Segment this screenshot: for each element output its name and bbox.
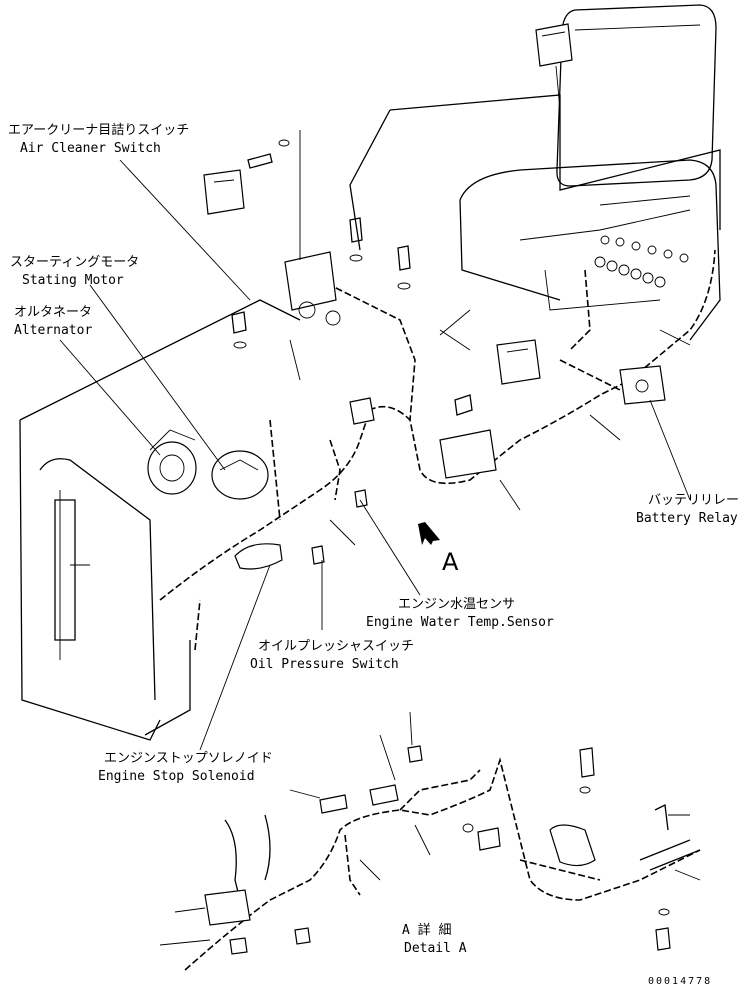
oil-pressure-en: Oil Pressure Switch [250,657,399,672]
engine-hood [19,299,301,741]
bolts-upper [231,139,473,416]
view-marker-a: A [442,548,459,576]
starting-motor [211,450,269,500]
alternator-jp: オルタネータ [14,305,92,320]
detail-a-en: Detail A [404,941,467,956]
battery-relay-part [619,365,666,405]
leader-lines [59,130,691,751]
headlight-left [203,169,245,215]
stop-solenoid-en: Engine Stop Solenoid [98,769,255,784]
detail-a-jp: A 詳 細 [402,922,451,938]
sensor-parts [311,397,497,565]
oil-pressure-jp: オイルプレッシャスイッチ [258,639,414,654]
headlight-center [496,339,541,385]
air-cleaner-jp: エアークリーナ目詰りスイッチ [8,122,189,138]
headlight-top [535,23,573,111]
callout-labels: エアークリーナ目詰りスイッチ Air Cleaner Switch スターティン… [8,122,739,987]
stop-solenoid-jp: エンジンストップソレノイド [104,751,273,766]
battery-relay-jp: バッテリリレー [648,493,739,508]
battery-relay-en: Battery Relay [636,511,738,526]
starting-motor-jp: スターティングモータ [10,255,139,270]
starting-motor-en: Stating Motor [22,273,124,288]
water-temp-jp: エンジン水温センサ [398,597,515,612]
detail-a-drawing [159,711,701,971]
air-cleaner-en: Air Cleaner Switch [20,141,161,156]
stop-solenoid [234,543,283,570]
alternator-en: Alternator [14,323,92,338]
drawing-number: 00014778 [648,976,712,987]
bracket-assembly [284,251,341,381]
water-temp-en: Engine Water Temp.Sensor [366,615,554,630]
switch-panel [594,235,689,288]
alternator [147,429,197,495]
operator-seat [349,4,721,341]
main-harness [159,249,716,651]
view-arrow [418,522,440,545]
